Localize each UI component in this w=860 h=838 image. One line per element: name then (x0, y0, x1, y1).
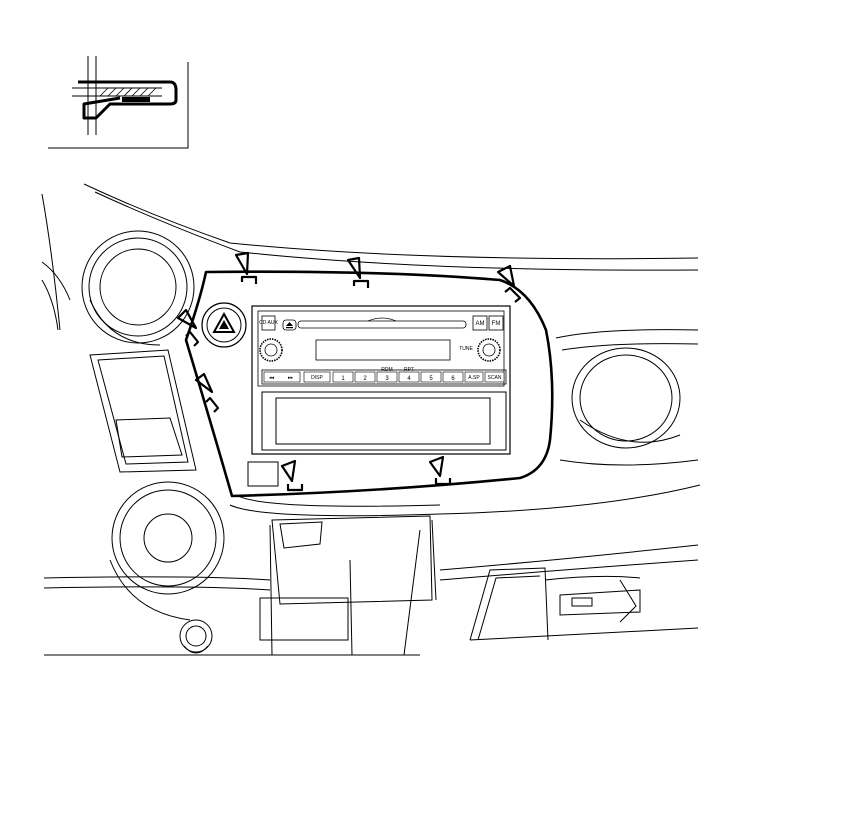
clip-bracket-icon (286, 484, 304, 492)
tune-label: TUNE (459, 346, 473, 352)
left-switch-panel (89, 349, 197, 473)
clip-bracket-icon (240, 275, 258, 284)
svg-text:SCAN: SCAN (488, 375, 502, 381)
clip-detail-inset (48, 56, 189, 149)
hazard-warning-icon (212, 311, 236, 333)
volume-power-knob[interactable] (259, 338, 283, 362)
svg-text:DISP: DISP (311, 375, 323, 381)
svg-text:A.SP: A.SP (468, 375, 480, 381)
fm-button[interactable]: FM (488, 315, 504, 331)
preset-button-5[interactable]: 5 (420, 371, 442, 383)
storage-pocket (261, 391, 507, 451)
clip-arrow-icon (496, 264, 516, 288)
panel-switch-blank (247, 461, 279, 487)
preset-button-2[interactable]: 2 (354, 371, 376, 383)
clip-arrow-icon (194, 372, 214, 394)
small-knob (179, 619, 213, 654)
clip-bracket-icon (352, 279, 370, 288)
svg-text:3: 3 (385, 376, 389, 382)
svg-text:6: 6 (451, 376, 455, 382)
center-cluster-panel-outline (184, 270, 554, 498)
inset-frame (48, 62, 189, 149)
clip-bracket-icon (504, 286, 522, 303)
svg-text:RDM: RDM (381, 367, 392, 373)
clip-arrow-icon (176, 308, 198, 330)
audio-head-unit: CD AUX AM FM TUNE (251, 305, 511, 455)
eject-button[interactable] (282, 319, 297, 331)
radio-display (315, 339, 451, 361)
svg-text:◂◂: ◂◂ (269, 375, 275, 381)
left-air-vent (81, 230, 195, 346)
dashboard (41, 183, 701, 656)
clip-arrow-icon (280, 459, 297, 483)
clip-marker-6 (280, 459, 304, 492)
eject-icon (286, 322, 293, 326)
svg-text:FM: FM (492, 321, 501, 327)
clip-markers (176, 251, 522, 492)
svg-text:CD AUX: CD AUX (259, 320, 278, 326)
svg-text:4: 4 (407, 376, 411, 382)
seek-button[interactable]: ◂◂ ▸▸ (263, 371, 301, 383)
am-button[interactable]: AM (472, 315, 488, 331)
clip-bracket-icon (434, 478, 452, 486)
cd-slot (297, 320, 467, 329)
right-air-vent (555, 329, 699, 466)
preset-button-4[interactable]: 4 RPT (398, 367, 420, 383)
clip-marker-2 (346, 256, 370, 288)
lower-console (43, 484, 701, 656)
svg-text:AM: AM (476, 321, 485, 327)
clip-marker-1 (234, 251, 258, 284)
cd-aux-button[interactable]: CD AUX (259, 315, 278, 331)
svg-text:1: 1 (341, 376, 345, 382)
clip-arrow-icon (234, 251, 250, 276)
inset-clip-hook (78, 80, 178, 120)
clip-marker-3 (496, 264, 522, 303)
tune-knob[interactable] (477, 338, 501, 362)
disp-button[interactable]: DISP (303, 371, 331, 383)
clip-marker-5 (194, 372, 220, 413)
hazard-switch[interactable] (201, 302, 247, 348)
clip-bracket-icon (205, 396, 220, 413)
scan-button[interactable]: SCAN (484, 371, 505, 383)
inset-hatching (99, 87, 157, 97)
glovebox-area (469, 567, 699, 641)
preset-button-6[interactable]: 6 (442, 371, 464, 383)
clip-arrow-icon (346, 256, 362, 280)
button-strip (261, 369, 507, 385)
svg-text:2: 2 (363, 376, 367, 382)
lower-left-dial (109, 481, 225, 621)
clip-marker-4 (176, 308, 200, 347)
preset-button-1[interactable]: 1 (332, 371, 354, 383)
svg-text:5: 5 (429, 376, 433, 382)
clip-marker-7 (428, 455, 452, 486)
clip-arrow-icon (428, 455, 445, 478)
clip-bracket-icon (185, 330, 200, 347)
preset-button-3[interactable]: 3 RDM (376, 367, 398, 383)
svg-text:▸▸: ▸▸ (288, 375, 294, 381)
asp-button[interactable]: A.SP (464, 371, 484, 383)
svg-text:RPT: RPT (404, 367, 414, 373)
